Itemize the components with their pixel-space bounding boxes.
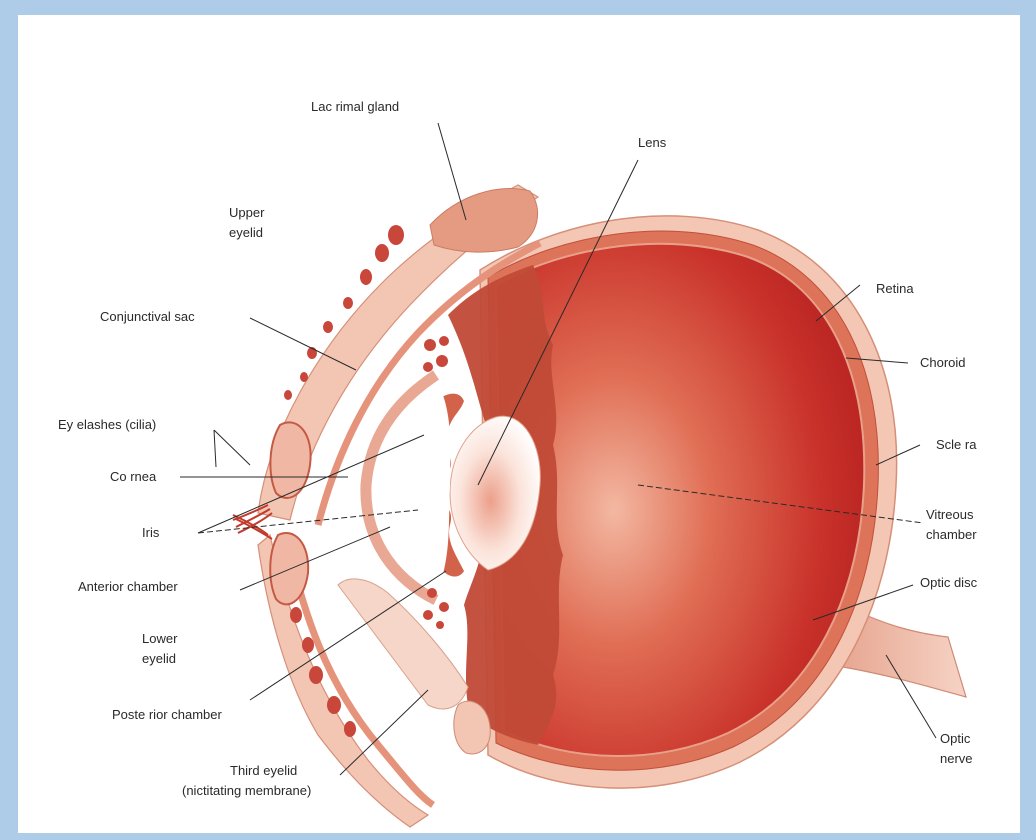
- label-upper-eyelid-1: Upper: [229, 205, 265, 220]
- label-posterior-chamber: Poste rior chamber: [112, 707, 222, 722]
- eyelashes-shape: [233, 505, 272, 539]
- meibomian-gland-lower: [270, 533, 308, 604]
- label-anterior-chamber: Anterior chamber: [78, 579, 178, 594]
- label-sclera: Scle ra: [936, 437, 977, 452]
- lacrimal-gland-shape: [430, 189, 538, 253]
- leader-lacrimal: [438, 123, 466, 220]
- label-optic-disc: Optic disc: [920, 575, 978, 590]
- leader-eyelashes-1: [214, 430, 250, 465]
- label-third-eyelid-2: (nictitating membrane): [182, 783, 311, 798]
- label-third-eyelid-1: Third eyelid: [230, 763, 297, 778]
- label-optic-nerve-2: nerve: [940, 751, 973, 766]
- sclera-vessels-upper: [423, 336, 449, 372]
- label-lens: Lens: [638, 135, 667, 150]
- label-conjunctival-sac: Conjunctival sac: [100, 309, 195, 324]
- label-vitreous-2: chamber: [926, 527, 977, 542]
- label-lower-eyelid-1: Lower: [142, 631, 178, 646]
- third-eyelid-shape: [338, 579, 468, 709]
- label-retina: Retina: [876, 281, 914, 296]
- label-choroid: Choroid: [920, 355, 966, 370]
- label-optic-nerve-1: Optic: [940, 731, 971, 746]
- leader-eyelashes-2: [214, 430, 216, 467]
- label-lacrimal-gland: Lac rimal gland: [311, 99, 399, 114]
- figure-frame: Lac rimal gland Lens Upper eyelid Retina…: [18, 15, 1020, 833]
- label-iris: Iris: [142, 525, 160, 540]
- eye-anatomy-diagram: Lac rimal gland Lens Upper eyelid Retina…: [18, 15, 1020, 833]
- label-vitreous-1: Vitreous: [926, 507, 974, 522]
- label-lower-eyelid-2: eyelid: [142, 651, 176, 666]
- label-upper-eyelid-2: eyelid: [229, 225, 263, 240]
- label-eyelashes: Ey elashes (cilia): [58, 417, 156, 432]
- label-cornea: Co rnea: [110, 469, 157, 484]
